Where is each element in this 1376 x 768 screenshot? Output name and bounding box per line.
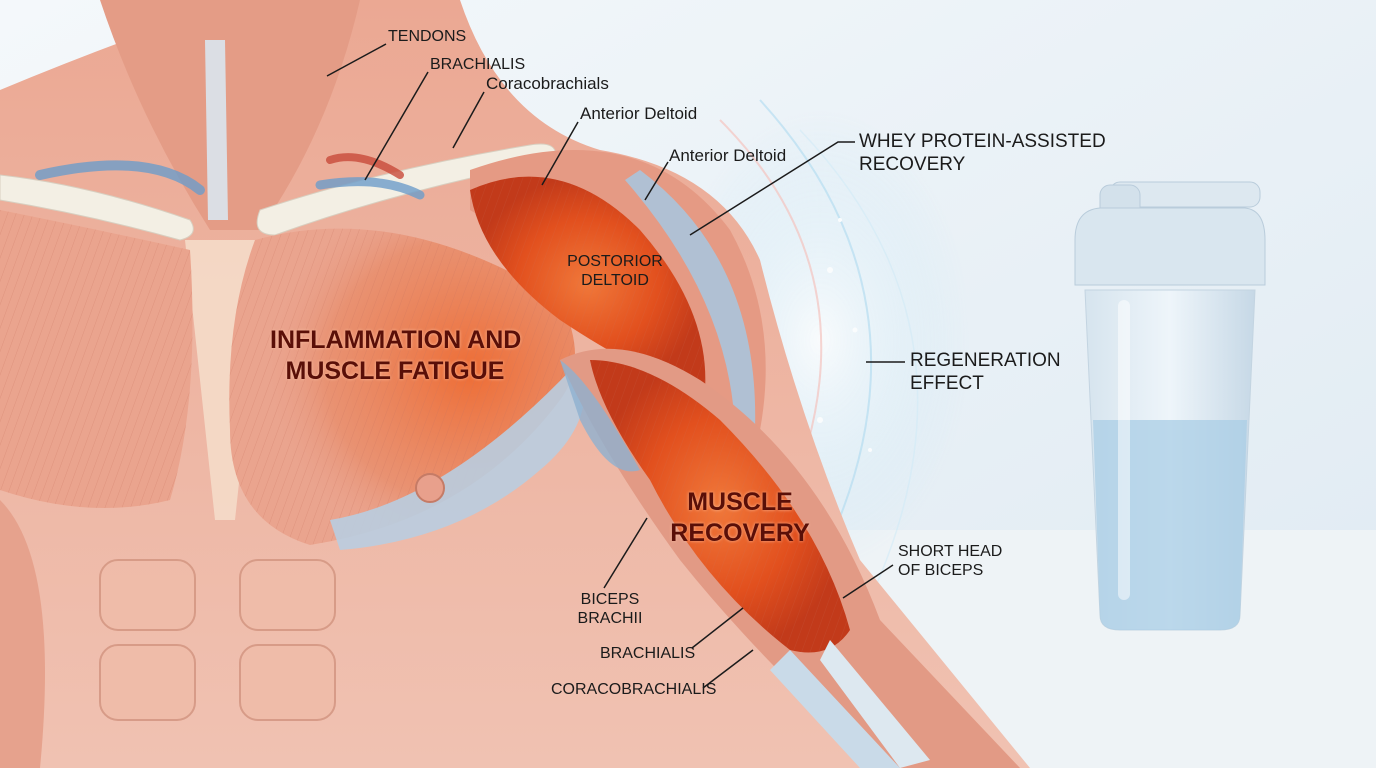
label-posterior-deltoid: POSTORIOR DELTOID	[560, 252, 670, 290]
muscle-recovery-line-1: MUSCLE	[687, 488, 793, 516]
short-head-line-1: SHORT HEAD	[898, 543, 1003, 560]
muscle-recovery-line-2: RECOVERY	[670, 519, 810, 548]
label-short-head-biceps: SHORT HEAD OF BICEPS	[898, 542, 1002, 580]
label-inflammation-fatigue: INFLAMMATION AND MUSCLE FATIGUE	[270, 325, 522, 388]
biceps-line-1: BICEPS	[580, 591, 640, 608]
whey-line-1: WHEY PROTEIN-ASSISTED	[859, 131, 1106, 152]
label-regeneration-effect: REGENERATION EFFECT	[910, 350, 1061, 396]
label-biceps-brachii: BICEPS BRACHII	[570, 590, 650, 628]
label-brachialis-bottom: BRACHIALIS	[600, 645, 696, 662]
regeneration-line-2: EFFECT	[910, 372, 984, 394]
label-coracobrachialis-bottom: CORACOBRACHIALIS	[551, 681, 717, 698]
shaker-bottle	[1074, 181, 1266, 631]
posterior-line-1: POSTORIOR	[567, 253, 663, 270]
label-anterior-deltoid-2: Anterior Deltoid	[669, 146, 787, 165]
inflammation-line-2: MUSCLE FATIGUE	[285, 357, 505, 386]
label-coracobrachials: Coracobrachials	[486, 74, 609, 93]
label-whey-protein-recovery: WHEY PROTEIN-ASSISTED RECOVERY	[859, 131, 1106, 177]
label-anterior-deltoid-1: Anterior Deltoid	[580, 104, 698, 123]
posterior-line-2: DELTOID	[581, 272, 649, 290]
leader-lines	[326, 43, 905, 689]
arm	[470, 150, 1020, 768]
label-muscle-recovery: MUSCLE RECOVERY	[670, 487, 810, 550]
short-head-line-2: OF BICEPS	[898, 562, 984, 580]
whey-line-2: RECOVERY	[859, 153, 966, 175]
label-brachialis-top: BRACHIALIS	[430, 56, 526, 73]
regeneration-line-1: REGENERATION	[910, 350, 1061, 371]
label-tendons: TENDONS	[388, 28, 467, 45]
biceps-line-2: BRACHII	[577, 610, 643, 628]
inflammation-line-1: INFLAMMATION AND	[270, 326, 522, 354]
